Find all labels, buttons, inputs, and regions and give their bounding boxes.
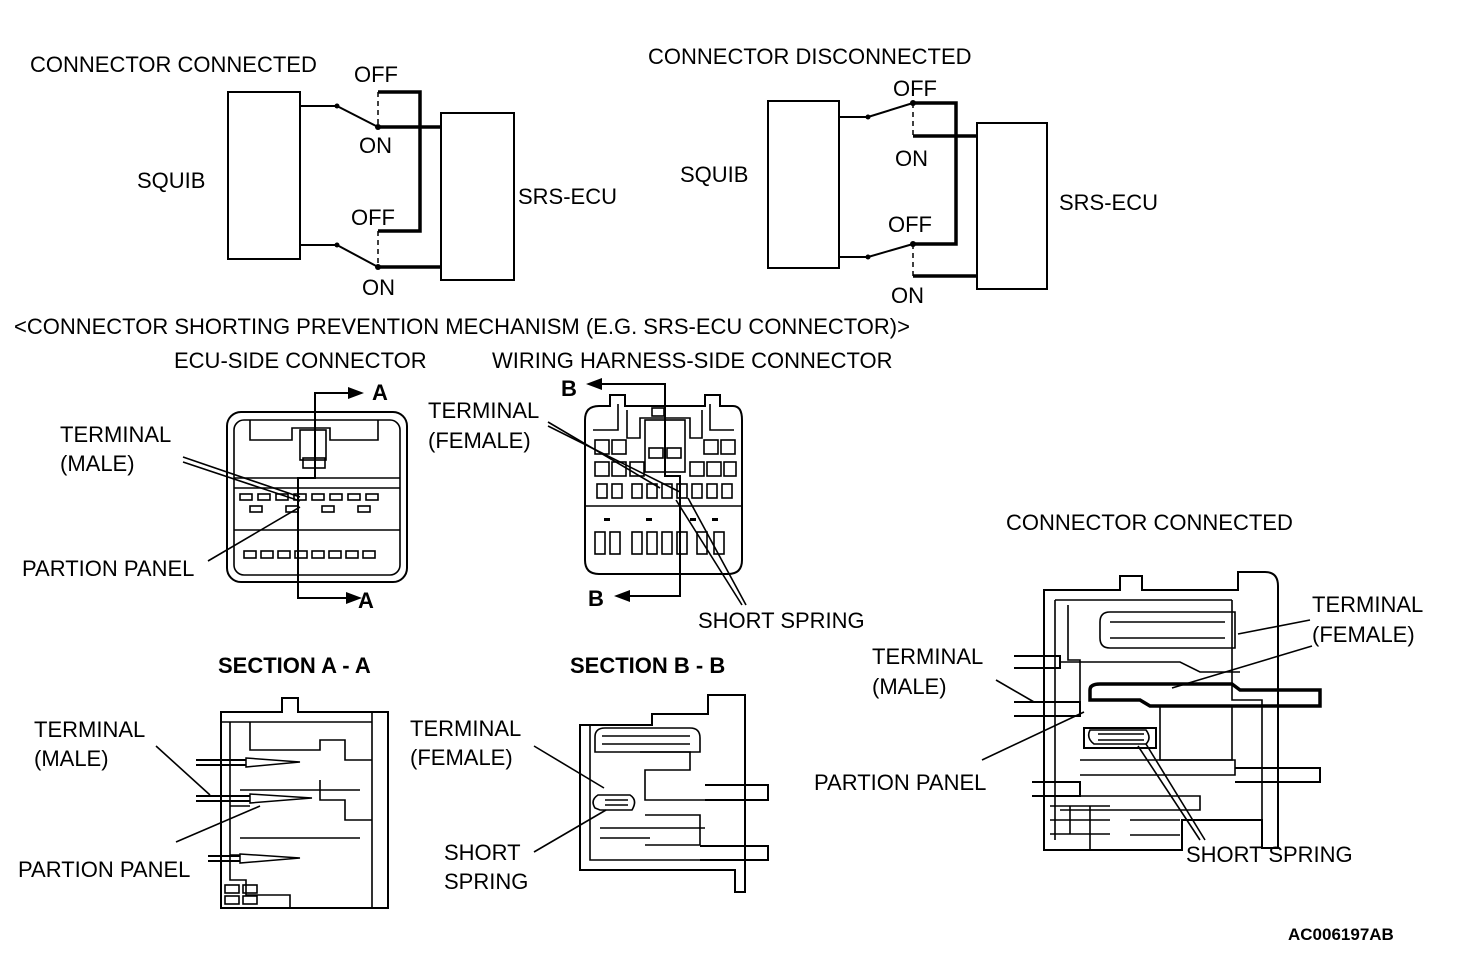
section-bb: SECTION B - B TERMINAL (FEMALE) SHORT SP… — [410, 653, 769, 894]
schematic-connected: CONNECTOR CONNECTED SQUIB SRS-ECU OFF ON… — [30, 52, 617, 300]
arrow-a-bottom: A — [358, 588, 374, 613]
harness-cavity-block-lower — [594, 531, 725, 555]
switch-lower-off-disconnected: OFF — [888, 212, 932, 237]
section-bb-terminal-2: (FEMALE) — [410, 745, 513, 770]
mechanism-title: <CONNECTOR SHORTING PREVENTION MECHANISM… — [14, 314, 910, 339]
arrow-b-bottom: B — [588, 586, 604, 611]
switch-upper-on-disconnected: ON — [895, 146, 928, 171]
ecu-panel-label: PARTION PANEL — [22, 556, 194, 581]
section-bb-title: SECTION B - B — [570, 653, 725, 678]
ecu-terminal-label-1: TERMINAL — [60, 422, 171, 447]
schematic-disconnected-title: CONNECTOR DISCONNECTED — [648, 44, 972, 69]
switch-lower-off: OFF — [351, 205, 395, 230]
figure-code: AC006197AB — [1288, 925, 1394, 944]
section-bb-spring-2: SPRING — [444, 869, 528, 894]
harness-terminal-label-2: (FEMALE) — [428, 428, 531, 453]
ecu-terminal-row-upper — [239, 493, 379, 513]
switch-lower-on: ON — [362, 275, 395, 300]
connected-view-title: CONNECTOR CONNECTED — [1006, 510, 1293, 535]
connected-spring: SHORT SPRING — [1186, 842, 1353, 867]
switch-upper-off-disconnected: OFF — [893, 76, 937, 101]
schematic-disconnected: CONNECTOR DISCONNECTED SQUIB SRS-ECU OFF… — [648, 44, 1158, 308]
ecu-terminal-label-2: (MALE) — [60, 451, 135, 476]
schematic-connected-title: CONNECTOR CONNECTED — [30, 52, 317, 77]
srs-ecu-label: SRS-ECU — [518, 184, 617, 209]
section-bb-terminal-1: TERMINAL — [410, 716, 521, 741]
squib-box-disconnected — [767, 100, 840, 269]
connected-terminal-male-2: (MALE) — [872, 674, 947, 699]
harness-cavity-block-upper — [594, 439, 737, 499]
section-aa: SECTION A - A TERMINAL (MALE) PARTION PA… — [18, 653, 389, 909]
squib-box — [227, 91, 301, 260]
harness-side-title: WIRING HARNESS-SIDE CONNECTOR — [492, 348, 893, 373]
connected-panel: PARTION PANEL — [814, 770, 986, 795]
section-bb-spring-1: SHORT — [444, 840, 521, 865]
section-aa-panel: PARTION PANEL — [18, 857, 190, 882]
section-aa-terminal-2: (MALE) — [34, 746, 109, 771]
section-aa-pins — [196, 757, 313, 864]
switch-lower-on-disconnected: ON — [891, 283, 924, 308]
connected-view: CONNECTOR CONNECTED TERMINAL (FEMALE) TE… — [814, 510, 1423, 867]
harness-side-connector: WIRING HARNESS-SIDE CONNECTOR — [428, 348, 893, 633]
arrow-a-top: A — [372, 380, 388, 405]
harness-terminal-label-1: TERMINAL — [428, 398, 539, 423]
srs-ecu-label-disconnected: SRS-ECU — [1059, 190, 1158, 215]
switch-lower: OFF ON — [300, 205, 441, 300]
connected-terminal-male-1: TERMINAL — [872, 644, 983, 669]
switch-lower-disconnected: OFF ON — [839, 212, 977, 308]
squib-label: SQUIB — [137, 168, 205, 193]
harness-spring-label: SHORT SPRING — [698, 608, 865, 633]
switch-upper-off: OFF — [354, 62, 398, 87]
section-aa-terminal-1: TERMINAL — [34, 717, 145, 742]
ecu-side-connector: ECU-SIDE CONNECTOR — [22, 348, 427, 613]
switch-upper-disconnected: OFF ON — [839, 76, 977, 246]
srs-ecu-box — [440, 112, 515, 281]
connected-terminal-female-2: (FEMALE) — [1312, 622, 1415, 647]
section-aa-title: SECTION A - A — [218, 653, 371, 678]
switch-upper-on: ON — [359, 133, 392, 158]
connected-terminal-female-1: TERMINAL — [1312, 592, 1423, 617]
squib-label-disconnected: SQUIB — [680, 162, 748, 187]
ecu-terminal-row-lower — [243, 550, 376, 559]
srs-ecu-box-disconnected — [976, 122, 1048, 290]
arrow-b-top: B — [561, 376, 577, 401]
switch-upper: OFF ON — [300, 62, 441, 233]
ecu-side-title: ECU-SIDE CONNECTOR — [174, 348, 427, 373]
